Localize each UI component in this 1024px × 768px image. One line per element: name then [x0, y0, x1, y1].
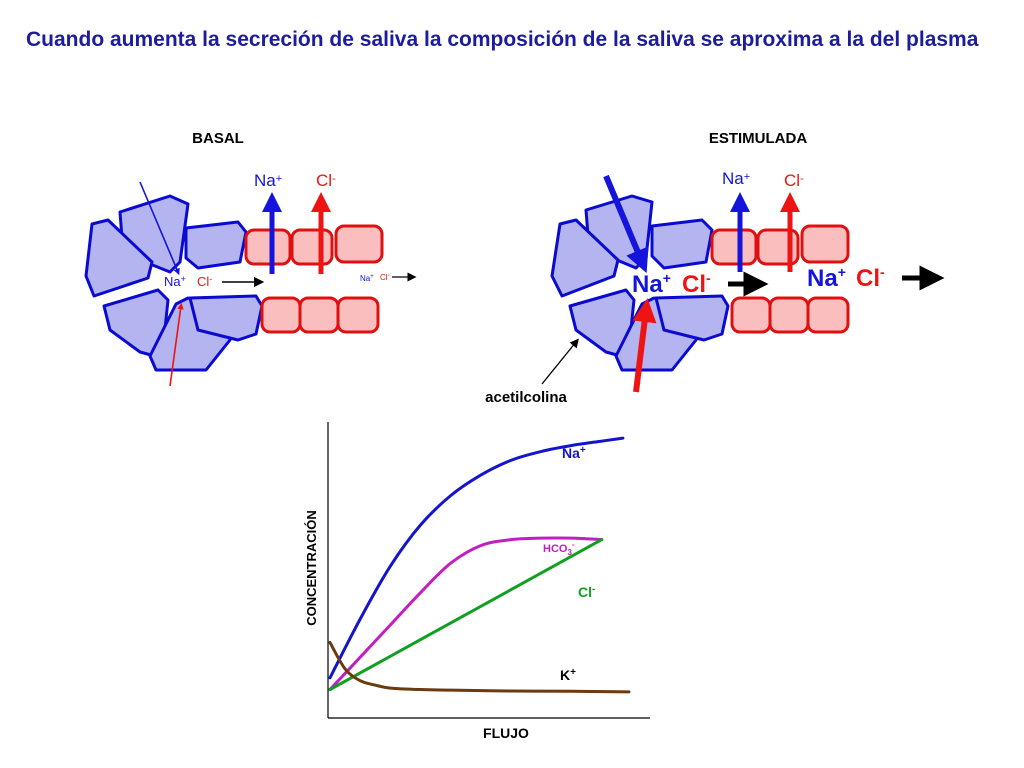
- na-inflow-arrow: [139, 181, 180, 275]
- duct-cell: [336, 296, 380, 334]
- duct-cell: [334, 224, 384, 264]
- acinar-cell: [654, 294, 730, 342]
- chart-series-labels: Na+ HCO3- Cl- K+: [543, 445, 595, 683]
- duct-cell: [290, 228, 334, 266]
- duct-cell: [800, 224, 850, 264]
- series-label-na: Na+: [562, 445, 586, 461]
- basal-cl-label: Cl-: [316, 171, 336, 190]
- acinar-cell: [84, 218, 154, 298]
- acinar-cell: [650, 218, 714, 270]
- acetilcolina-pointer: [541, 338, 579, 385]
- series-line-hco: [328, 536, 604, 692]
- cl-inflow-arrow: [169, 302, 184, 387]
- basal-out-na: Na+: [360, 274, 374, 283]
- duct-cell: [260, 296, 302, 334]
- acinar-cell: [550, 218, 620, 298]
- estimulada-heading: ESTIMULADA: [709, 130, 807, 147]
- basal-out-cl: Cl-: [380, 273, 390, 282]
- estimulada-cl-label: Cl-: [784, 171, 804, 190]
- duct-cell: [298, 296, 340, 334]
- series-label-hco: HCO3-: [543, 540, 575, 557]
- chart-x-label: FLUJO: [483, 725, 529, 741]
- basal-inner-na: Na+: [164, 274, 186, 289]
- duct-cell: [768, 296, 810, 334]
- series-line-k: [328, 641, 631, 694]
- basal-inner-cl: Cl-: [197, 274, 212, 289]
- estimulada-inner-na: Na+: [632, 270, 671, 298]
- chart-series: [328, 436, 631, 694]
- estimulada-na-label: Na+: [722, 169, 750, 188]
- basal-duct: [244, 224, 384, 334]
- estimulada-out-cl: Cl-: [856, 264, 885, 292]
- cl-inflow-arrow: [632, 298, 657, 393]
- series-label-cl: Cl-: [578, 584, 595, 600]
- acetilcolina-label: acetilcolina: [485, 389, 567, 406]
- basal-panel: BASAL Na+ Cl- Na+ Cl-: [84, 130, 417, 387]
- na-inflow-arrow: [603, 174, 649, 274]
- series-line-cl: [328, 538, 604, 692]
- basal-na-label: Na+: [254, 171, 282, 190]
- concentration-chart: CONCENTRACIÓN FLUJO Na+ HCO3- Cl- K+: [304, 422, 650, 741]
- estimulada-inner-cl: Cl-: [682, 270, 711, 298]
- duct-cell: [710, 228, 758, 266]
- chart-y-label: CONCENTRACIÓN: [304, 510, 319, 626]
- estimulada-panel: ESTIMULADA Na+ Cl- Na+ Cl- Na+: [485, 130, 945, 406]
- series-line-na: [328, 436, 625, 680]
- series-label-k: K+: [560, 667, 576, 683]
- slide-title: Cuando aumenta la secreción de saliva la…: [26, 28, 979, 51]
- duct-cell: [730, 296, 772, 334]
- duct-cell: [806, 296, 850, 334]
- estimulada-out-na: Na+: [807, 264, 846, 292]
- basal-heading: BASAL: [192, 130, 244, 147]
- basal-acinus: [84, 194, 264, 372]
- duct-cell: [244, 228, 292, 266]
- acinar-cell: [184, 220, 248, 270]
- acinar-cell: [188, 294, 264, 342]
